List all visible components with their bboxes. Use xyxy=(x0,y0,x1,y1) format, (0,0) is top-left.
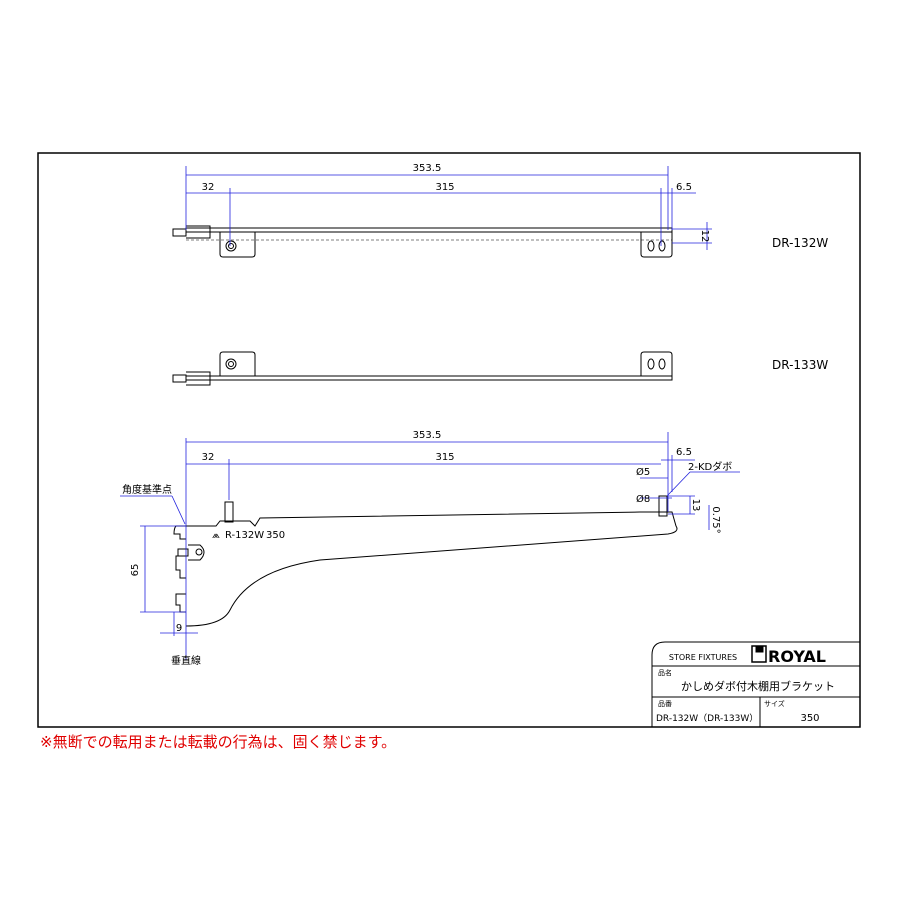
product-name: かしめダボ付木棚用ブラケット xyxy=(681,679,835,693)
side-dim-phi5: Ø5 xyxy=(636,466,650,478)
middle-view-dr133w xyxy=(172,351,673,386)
side-dim-offset9: 9 xyxy=(176,623,182,634)
top-dim-offset: 32 xyxy=(202,182,215,193)
vertical-line-label: 垂直線 xyxy=(171,654,201,667)
side-dim-height: 65 xyxy=(130,564,141,577)
title-block xyxy=(651,641,860,727)
brand-logo: ROYAL xyxy=(768,647,826,666)
stamp-model: R-132W xyxy=(225,530,264,541)
stamp-size: 350 xyxy=(266,530,285,541)
model-label-dr133w: DR-133W xyxy=(772,358,828,372)
drawing-frame xyxy=(37,152,861,728)
size-value: 350 xyxy=(800,713,819,724)
size-label: サイズ xyxy=(764,699,785,708)
part-label: 品番 xyxy=(658,700,672,708)
part-number: DR-132W（DR-133W） xyxy=(656,713,758,724)
store-fixtures-label: STORE FIXTURES xyxy=(669,653,737,662)
side-dim-end: 6.5 xyxy=(676,447,692,458)
side-dim-overall: 353.5 xyxy=(413,430,442,441)
side-dim-offset: 32 xyxy=(202,452,215,463)
dowel-label: 2-KDダボ xyxy=(688,460,732,473)
side-dim-dowel-height: 13 xyxy=(690,499,701,512)
copyright-warning: ※無断での転用または転載の行為は、固く禁じます。 xyxy=(40,733,397,751)
side-view-bracket xyxy=(173,495,678,627)
side-dimensions xyxy=(120,432,740,660)
side-dim-phi8: Ø8 xyxy=(636,493,650,505)
top-dimensions xyxy=(185,166,712,250)
top-dim-overall: 353.5 xyxy=(413,163,442,174)
side-dim-pitch: 315 xyxy=(435,452,454,463)
top-view-dr132w xyxy=(172,225,673,258)
angle-reference-label: 角度基準点 xyxy=(122,483,172,496)
top-dim-end: 6.5 xyxy=(676,182,692,193)
top-dim-pitch: 315 xyxy=(435,182,454,193)
top-dim-height: 12 xyxy=(699,230,710,243)
stamp-symbol: ⩕ xyxy=(212,530,220,541)
side-dim-angle: 0.75° xyxy=(710,506,721,533)
name-label: 品名 xyxy=(658,668,672,677)
model-label-dr132w: DR-132W xyxy=(772,236,828,250)
